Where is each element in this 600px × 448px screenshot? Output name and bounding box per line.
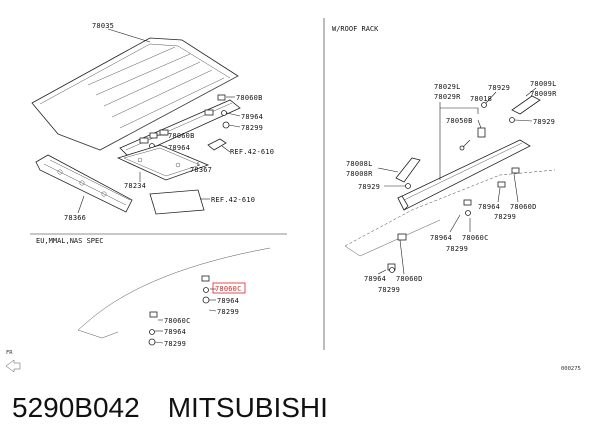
roof-rail bbox=[397, 139, 531, 211]
label-78964-d: 78964 bbox=[430, 234, 452, 242]
front-header-78366 bbox=[35, 154, 133, 213]
section-roof-rack: W/ROOF RACK bbox=[332, 25, 379, 33]
label-78929-c: 78929 bbox=[358, 183, 380, 191]
clip-cluster-e bbox=[387, 233, 407, 273]
label-78367: 78367 bbox=[190, 166, 212, 174]
label-78050b: 78050B bbox=[446, 117, 473, 125]
ref-part-b bbox=[149, 189, 205, 215]
fr-label: FR bbox=[6, 350, 13, 356]
roof-outline-eu bbox=[77, 247, 271, 331]
label-78964-b: 78964 bbox=[168, 144, 190, 152]
label-78029l: 78029L bbox=[434, 83, 461, 91]
label-78929-b: 78929 bbox=[533, 118, 555, 126]
clip-cluster-g bbox=[148, 311, 158, 346]
label-78060b-a: 78060B bbox=[236, 94, 263, 102]
rail-end-cover-front bbox=[395, 157, 421, 183]
front-arrow-icon bbox=[5, 359, 21, 373]
label-78060d-a: 78060D bbox=[510, 203, 537, 211]
label-78299-d: 78299 bbox=[446, 245, 468, 253]
ref-part-a bbox=[207, 138, 227, 151]
label-78009l: 78009L bbox=[530, 80, 557, 88]
roof-rear-header bbox=[119, 99, 241, 159]
label-78029r: 78029R bbox=[434, 93, 461, 101]
roof-bow-78234 bbox=[116, 144, 210, 181]
label-78060c-a: 78060C bbox=[462, 234, 489, 242]
footer-title: 5290B042 MITSUBISHI bbox=[12, 392, 356, 424]
label-78060c-b: 78060C bbox=[164, 317, 191, 325]
label-78009r: 78009R bbox=[530, 90, 557, 98]
label-78018: 78018 bbox=[470, 95, 492, 103]
label-78964-e: 78964 bbox=[364, 275, 386, 283]
screw-78929-c bbox=[405, 183, 411, 189]
rail-end-cover-rear bbox=[511, 95, 541, 115]
label-78299-g: 78299 bbox=[164, 340, 186, 348]
clip-cluster-a bbox=[217, 94, 230, 129]
drawing-code: 000275 bbox=[561, 366, 581, 372]
label-78008l: 78008L bbox=[346, 160, 373, 168]
part-number: 5290B042 bbox=[12, 392, 140, 423]
screw-78929-a bbox=[481, 102, 487, 108]
label-ref-b: REF.42-610 bbox=[211, 196, 255, 204]
brand-name: MITSUBISHI bbox=[167, 392, 328, 423]
section-eu-spec: EU,MMAL,NAS SPEC bbox=[36, 237, 103, 245]
clip-cluster-d bbox=[463, 199, 472, 216]
label-78366: 78366 bbox=[64, 214, 86, 222]
label-78234: 78234 bbox=[124, 182, 146, 190]
highlight-78060c bbox=[212, 282, 246, 294]
nut-78050b bbox=[477, 127, 486, 138]
label-78060b-b: 78060B bbox=[168, 132, 195, 140]
label-78929-a: 78929 bbox=[488, 84, 510, 92]
label-78964-g: 78964 bbox=[164, 328, 186, 336]
label-78299-c: 78299 bbox=[494, 213, 516, 221]
label-78008r: 78008R bbox=[346, 170, 373, 178]
label-78964-f: 78964 bbox=[217, 297, 239, 305]
label-78299-a: 78299 bbox=[241, 124, 263, 132]
label-ref-a: REF.42-610 bbox=[230, 148, 274, 156]
label-78060c-highlighted: 78060C bbox=[215, 285, 242, 293]
screw-78929-b bbox=[509, 117, 515, 123]
roof-panel bbox=[31, 37, 239, 151]
label-78964-c: 78964 bbox=[478, 203, 500, 211]
label-78964-a: 78964 bbox=[241, 113, 263, 121]
label-78299-e: 78299 bbox=[378, 286, 400, 294]
label-78299-f: 78299 bbox=[217, 308, 239, 316]
label-78060d-b: 78060D bbox=[396, 275, 423, 283]
label-78035: 78035 bbox=[92, 22, 114, 30]
clip-cluster-c bbox=[497, 167, 520, 188]
clip-cluster-f bbox=[201, 275, 210, 304]
